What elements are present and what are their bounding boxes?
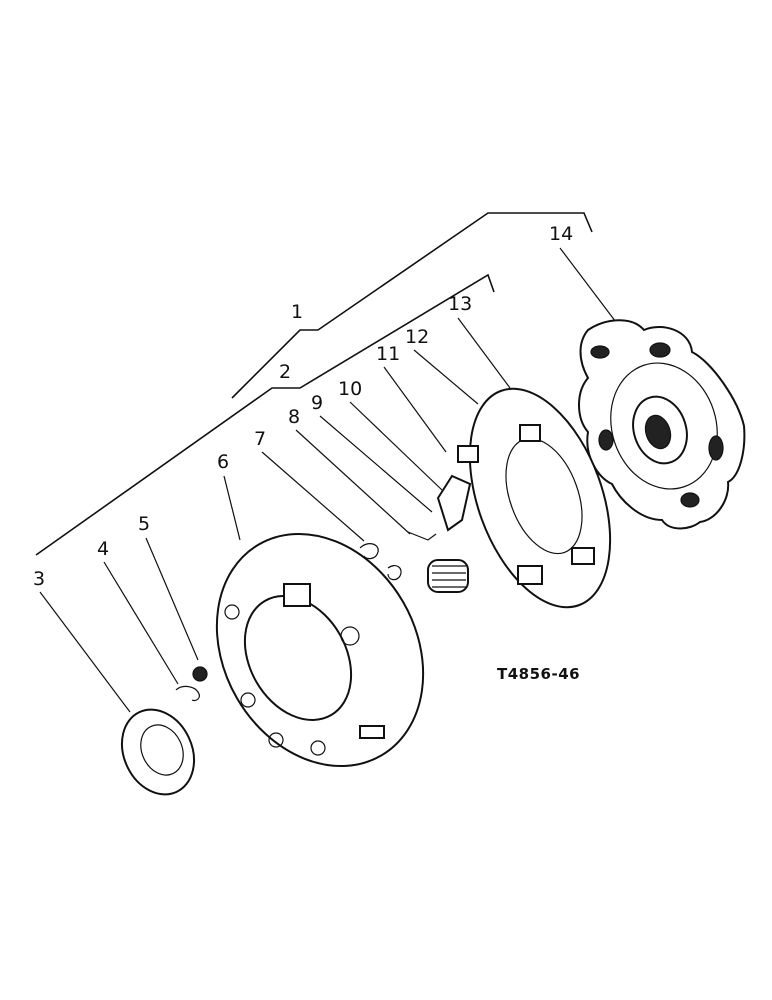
clutch-disc (578, 319, 746, 530)
pressure-spring (427, 559, 469, 593)
callout-7: 7 (254, 428, 266, 450)
callout-14: 14 (549, 223, 573, 245)
callout-5: 5 (138, 513, 150, 535)
clutch-cover (215, 532, 425, 768)
assembly-bracket-2 (35, 273, 495, 556)
retainer-clip (175, 685, 200, 702)
callout-4: 4 (97, 538, 109, 560)
callout-8: 8 (288, 406, 300, 428)
callout-3: 3 (33, 568, 45, 590)
figure-code: T4856-46 (497, 665, 580, 683)
callout-12: 12 (405, 326, 429, 348)
release-lever (436, 474, 472, 532)
callout-13: 13 (448, 293, 472, 315)
callout-6: 6 (217, 451, 229, 473)
callout-1: 1 (291, 301, 303, 323)
callout-9: 9 (311, 392, 323, 414)
assembly-bracket-1 (231, 212, 593, 399)
strut (407, 531, 437, 541)
pressure-plate (457, 387, 612, 609)
retracting-spring (359, 543, 402, 581)
release-bearing (121, 708, 195, 796)
callout-11: 11 (376, 343, 400, 365)
callout-10: 10 (338, 378, 362, 400)
callout-2: 2 (279, 361, 291, 383)
adjusting-nut (192, 666, 208, 682)
